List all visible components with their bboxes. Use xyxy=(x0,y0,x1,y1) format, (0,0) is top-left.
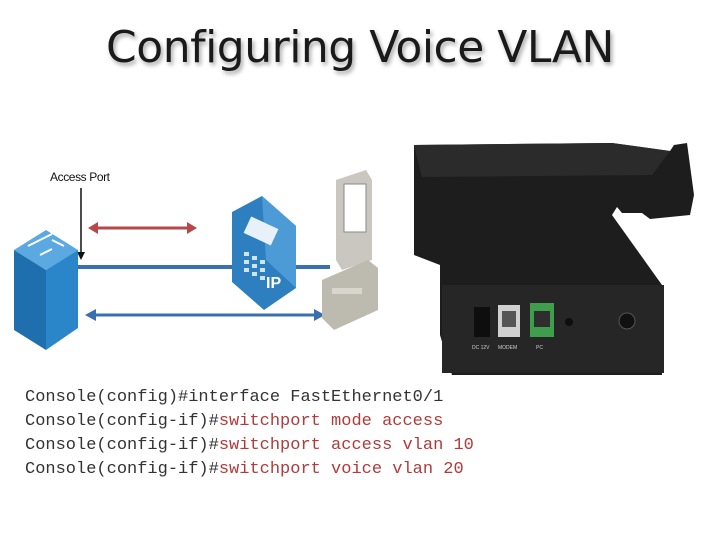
port-label-pc: PC xyxy=(536,345,543,351)
phone-back-panel-photo: DC 12V MODEM PC xyxy=(414,143,694,375)
red-arrow xyxy=(88,222,197,234)
console-prompt: Console(config-if)# xyxy=(25,460,219,479)
power-jack xyxy=(474,307,490,337)
port-label-dc: DC 12V xyxy=(472,345,490,351)
access-port-pointer-head xyxy=(77,252,85,260)
console-command: interface FastEthernet0/1 xyxy=(188,388,444,407)
access-port-label: Access Port xyxy=(50,170,110,184)
console-prompt: Console(config)# xyxy=(25,388,189,407)
port-label-modem: MODEM xyxy=(498,345,517,351)
console-line: Console(config-if)#switchport access vla… xyxy=(25,434,474,458)
switch-icon xyxy=(14,230,78,350)
console-commands: Console(config)#interface FastEthernet0/… xyxy=(25,386,474,482)
console-line: Console(config-if)#switchport voice vlan… xyxy=(25,458,474,482)
console-prompt: Console(config-if)# xyxy=(25,436,219,455)
pc-icon xyxy=(322,170,378,330)
slide-title: Configuring Voice VLAN xyxy=(106,22,614,73)
aux-port xyxy=(618,312,636,330)
console-command: switchport mode access xyxy=(218,412,444,431)
console-line: Console(config)#interface FastEthernet0/… xyxy=(25,386,474,410)
blue-arrow xyxy=(85,309,325,321)
console-prompt: Console(config-if)# xyxy=(25,412,219,431)
ip-label: IP xyxy=(266,275,281,292)
network-diagram: IP xyxy=(14,170,378,350)
console-line: Console(config-if)#switchport mode acces… xyxy=(25,410,474,434)
ip-phone-icon: IP xyxy=(232,196,296,310)
console-command: switchport access vlan 10 xyxy=(218,436,474,455)
console-command: switchport voice vlan 20 xyxy=(218,460,464,479)
headset-jack xyxy=(565,318,573,326)
